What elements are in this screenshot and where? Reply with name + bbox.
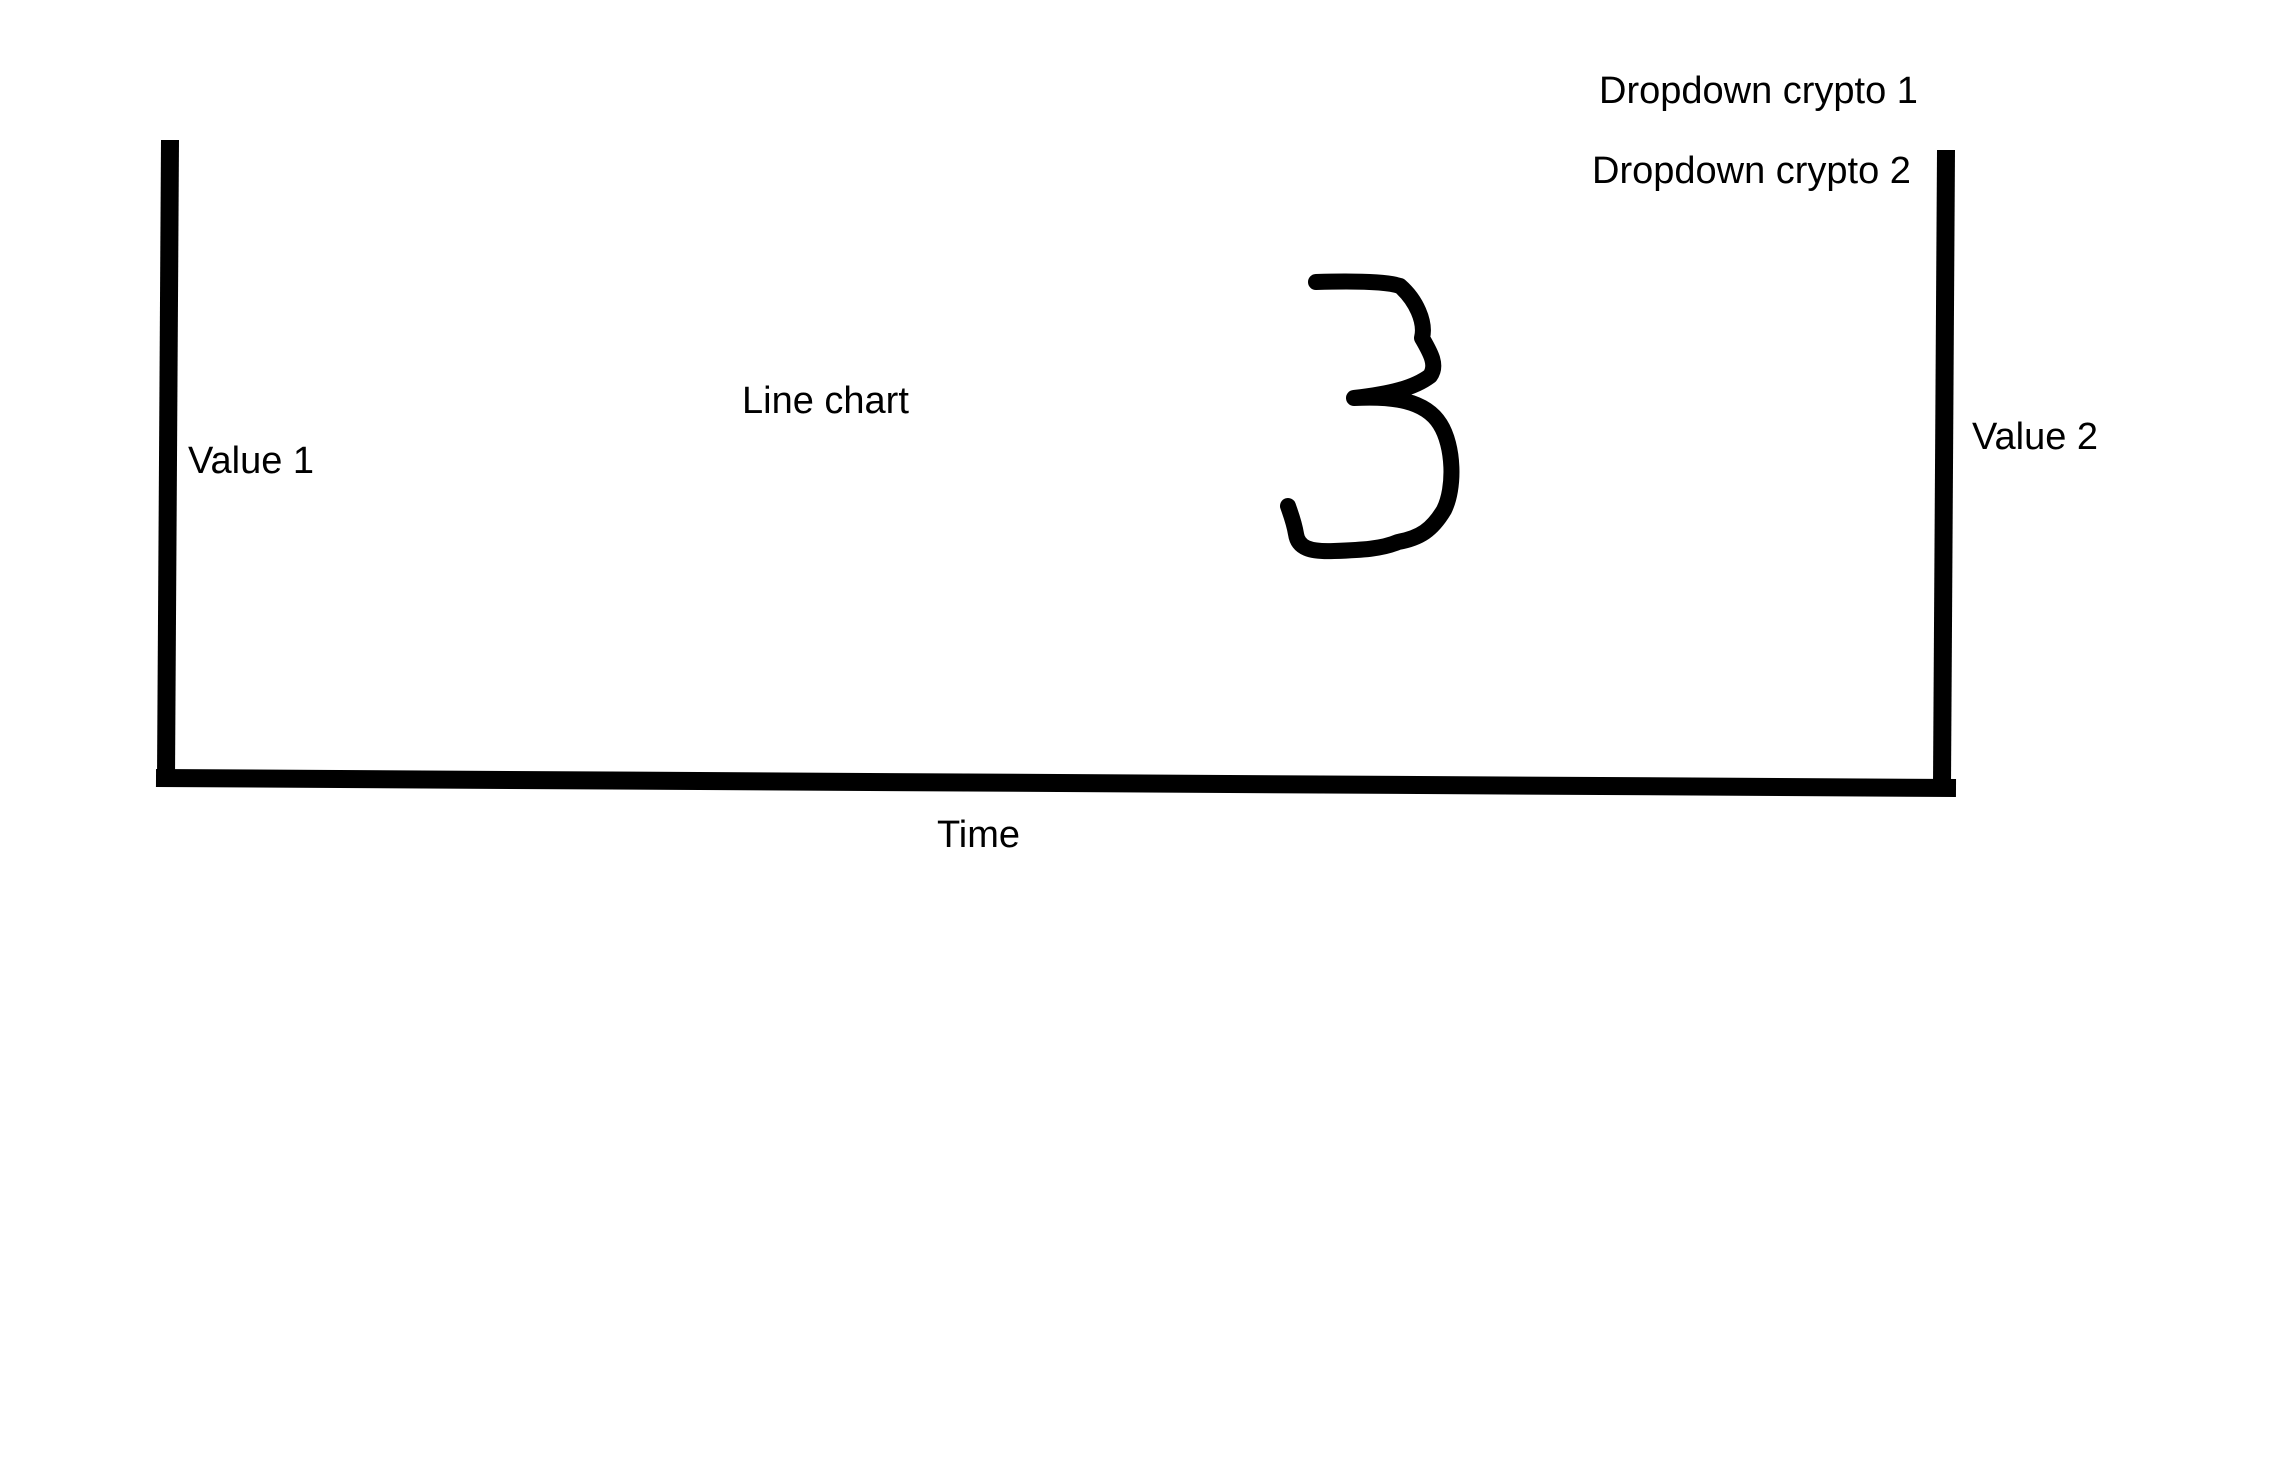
x-axis [155, 769, 1957, 797]
crypto-1-dropdown[interactable]: Dropdown crypto 1 [1599, 70, 1918, 112]
bottom-axis-label: Time [937, 814, 1021, 856]
handwritten-number-3 [1280, 273, 1460, 560]
right-y-axis [1933, 149, 1955, 785]
left-axis-label: Value 1 [188, 440, 315, 482]
crypto-2-dropdown[interactable]: Dropdown crypto 2 [1592, 150, 1911, 192]
left-y-axis [157, 139, 179, 779]
right-axis-label: Value 2 [1972, 416, 2099, 458]
chart-area-label: Line chart [742, 380, 909, 422]
